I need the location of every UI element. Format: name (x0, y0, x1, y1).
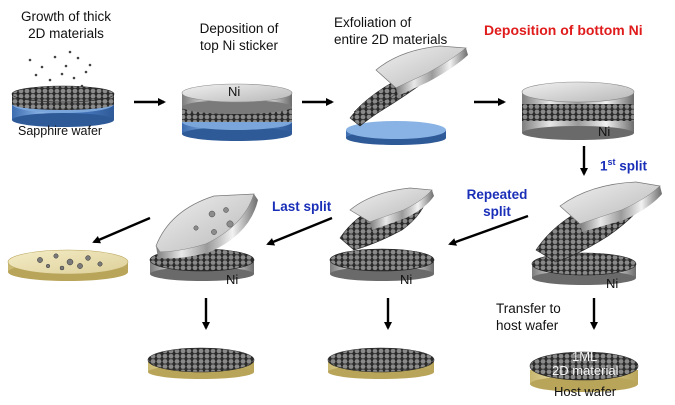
host-wafer-right (529, 351, 639, 392)
first-split-sup: st (607, 157, 616, 167)
ni-sticker (181, 83, 293, 114)
label-deposition-bottom: Deposition of bottom Ni (484, 22, 643, 38)
stage-top-ni (181, 83, 293, 141)
first-split-number: 1 (600, 158, 608, 174)
stage-residue-wafer (7, 249, 129, 281)
label-transfer-line1: Transfer to (496, 301, 561, 316)
label-growth-line2: 2D materials (28, 26, 104, 41)
label-transfer-line2: host wafer (496, 318, 559, 333)
stage-bottom-ni (521, 81, 635, 140)
label-growth: Growth of thick 2D materials (10, 8, 122, 42)
stage-last-split (149, 193, 258, 281)
label-repeated-split: Repeated split (456, 186, 538, 220)
host-wafer-left (147, 347, 255, 379)
label-exfoliation-line1: Exfoliation of (334, 15, 412, 30)
label-repeated-line1: Repeated (466, 187, 528, 202)
label-repeated-line2: split (483, 204, 511, 219)
label-deposition-top: Deposition of top Ni sticker (184, 20, 294, 54)
residue-flakes (193, 207, 234, 235)
lifted-ni (559, 181, 662, 232)
label-ni-last: Ni (226, 272, 239, 287)
bottom-ni (522, 121, 634, 140)
lifted-ni (349, 187, 434, 230)
lifted-ni-sticker (375, 45, 468, 96)
deposition-particles (28, 50, 92, 90)
residue-flakes (37, 253, 103, 271)
label-1ml: 1ML (572, 349, 598, 364)
label-2d-material: 2D material (552, 363, 619, 378)
ni-sticker (521, 81, 635, 104)
label-ni-repeated: Ni (400, 272, 413, 287)
stage-exfoliation (346, 45, 468, 145)
label-deposition-top-line1: Deposition of (199, 21, 279, 36)
arrow-to-residue (92, 216, 151, 244)
arrow-to-repeated-split (448, 214, 529, 246)
process-arrows (92, 98, 598, 330)
label-ni-sticker: Ni (228, 84, 241, 99)
label-transfer: Transfer to host wafer (496, 300, 561, 334)
label-ni-first: Ni (606, 276, 619, 291)
first-split-text: split (615, 158, 648, 174)
label-growth-line1: Growth of thick (20, 9, 112, 24)
remaining-layer (329, 248, 435, 272)
label-sapphire: Sapphire wafer (18, 124, 103, 138)
label-exfoliation: Exfoliation of entire 2D materials (334, 14, 447, 48)
sapphire-wafer (346, 121, 446, 145)
host-wafer-middle (327, 347, 435, 379)
label-ni-bottom: Ni (598, 124, 611, 139)
label-first-split: 1st split (600, 154, 647, 175)
stage-repeated-split (329, 187, 435, 281)
label-exfoliation-line2: entire 2D materials (334, 32, 448, 47)
label-last-split: Last split (272, 199, 332, 214)
stage-first-split (531, 181, 662, 285)
arrow-to-last-split (266, 216, 333, 246)
stage-growth (11, 50, 115, 127)
lifted-ni-plate (155, 193, 258, 259)
2d-layer-stack (522, 104, 634, 121)
label-host-wafer: Host wafer (554, 384, 617, 399)
label-deposition-top-line2: top Ni sticker (199, 38, 279, 53)
thick-2d-layer (11, 85, 115, 110)
